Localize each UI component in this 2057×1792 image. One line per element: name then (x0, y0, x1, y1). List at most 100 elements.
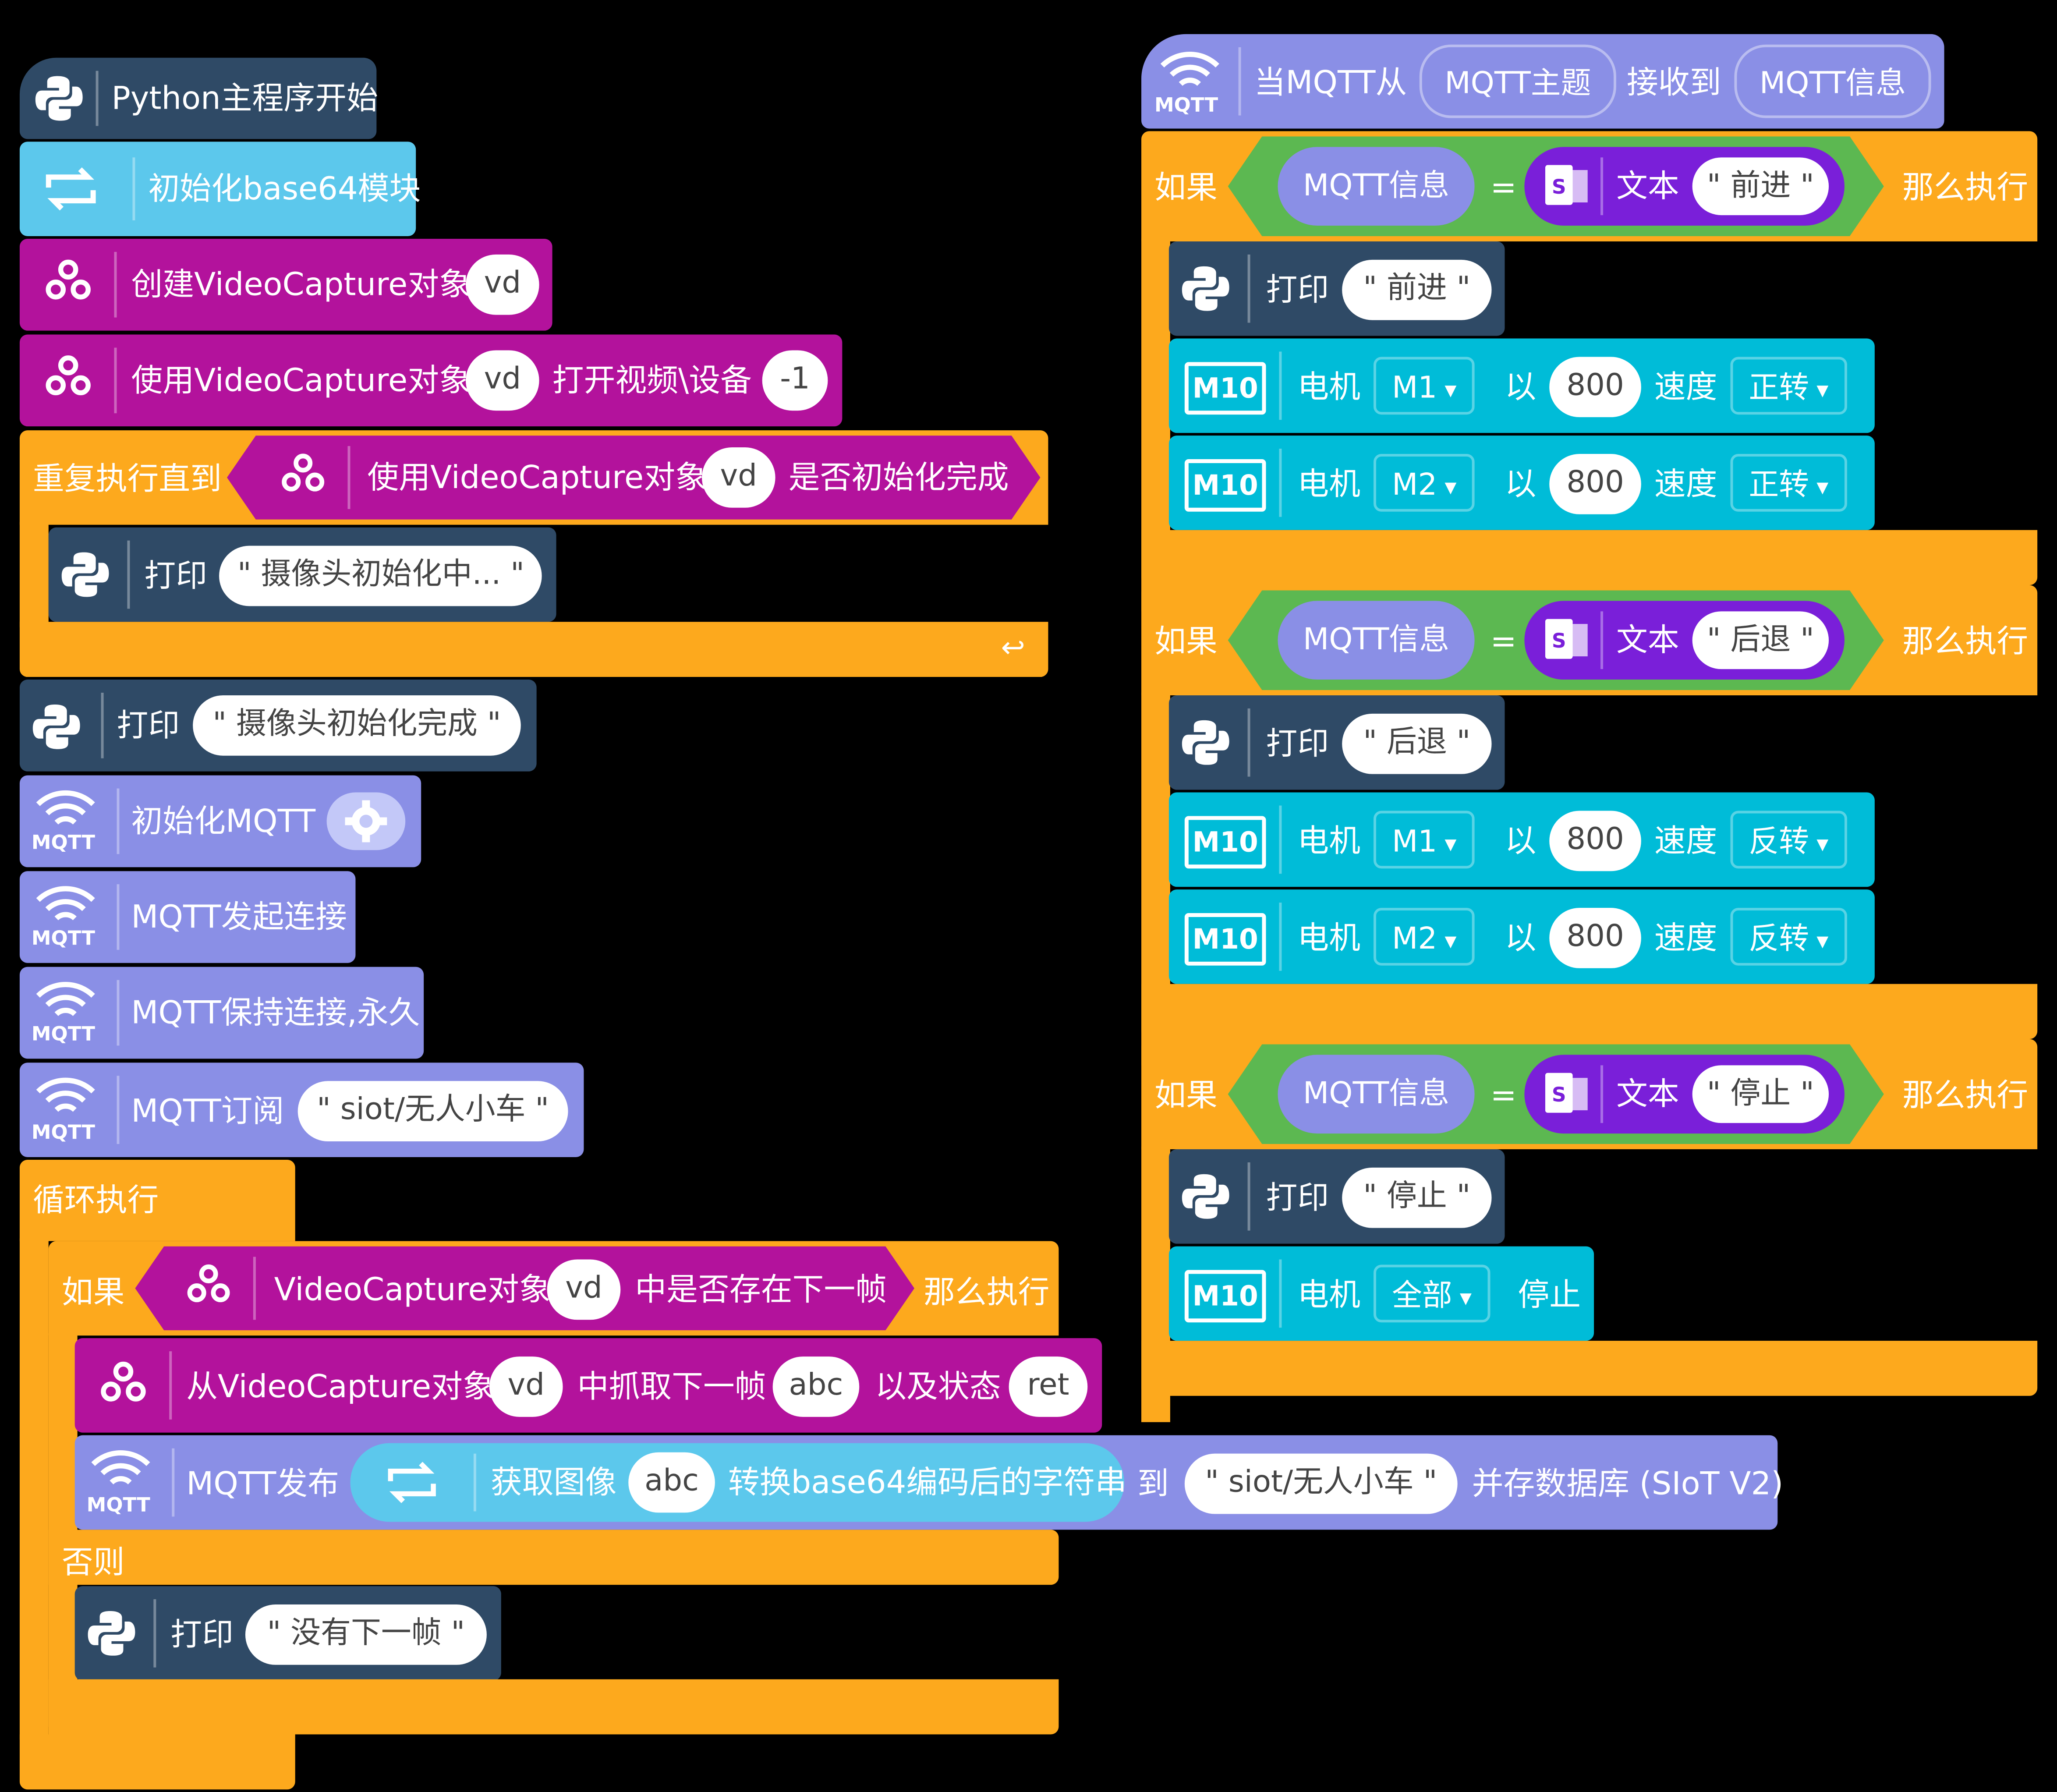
mqtt-icon-label: MQTT (1154, 93, 1218, 117)
repeat-until-block[interactable]: 重复执行直到 使用VideoCapture对象 vd 是否初始化完成 (19, 430, 1048, 525)
mqtt-publish-block[interactable]: MQTT MQTT发布 获取图像 abc 转换base64编码后的字符串 到 s… (74, 1435, 1783, 1530)
ret-var-field[interactable]: ret (1009, 1356, 1088, 1417)
open-videocapture-block[interactable]: 使用VideoCapture对象 vd 打开视频\设备 -1 (19, 334, 843, 427)
text-value-field[interactable]: 停止 (1692, 1065, 1829, 1123)
if-message-block[interactable]: 如果 MQTT信息 = S 文本 停止 那么执行 (1141, 1039, 2038, 1150)
base64-encode-reporter[interactable]: 获取图像 abc 转换base64编码后的字符串 (350, 1443, 1127, 1522)
if-message-block[interactable]: 如果 MQTT信息 = S 文本 前进 那么执行 (1141, 131, 2038, 241)
text-label: 文本 (1616, 622, 1679, 659)
grab-frame-block[interactable]: 从VideoCapture对象 vd 中抓取下一帧 abc 以及状态 ret (74, 1338, 1102, 1433)
mqtt-settings-button[interactable] (326, 792, 406, 850)
forever-loop-arm (19, 1238, 49, 1740)
publish-topic-field[interactable]: siot/无人小车 (1184, 1453, 1458, 1514)
if-next-frame-block[interactable]: 如果 VideoCapture对象 vd 中是否存在下一帧 那么执行 (48, 1241, 1059, 1336)
motor-select-dropdown[interactable]: 全部 (1374, 1264, 1490, 1323)
videocapture-var-field[interactable]: vd (465, 350, 539, 411)
separator (117, 788, 120, 854)
direction-dropdown[interactable]: 反转 (1730, 811, 1847, 869)
videocapture-label: VideoCapture对象 (274, 1271, 551, 1308)
python-main-start-block[interactable]: Python主程序开始 (19, 57, 378, 139)
motor-block[interactable]: M10 电机 M2 以 800 速度 反转 (1168, 889, 1875, 984)
motor-block[interactable]: M10 电机 M2 以 800 速度 正转 (1168, 436, 1875, 530)
print-string-field[interactable]: 停止 (1342, 1167, 1492, 1228)
motor-block[interactable]: M10 电机 M1 以 800 速度 正转 (1168, 338, 1875, 433)
text-reporter[interactable]: S 文本 停止 (1524, 1055, 1845, 1134)
text-reporter[interactable]: S 文本 前进 (1524, 147, 1845, 226)
direction-dropdown[interactable]: 反转 (1730, 908, 1847, 966)
if-message-block[interactable]: 如果 MQTT信息 = S 文本 后退 那么执行 (1141, 585, 2038, 695)
direction-dropdown[interactable]: 正转 (1730, 357, 1847, 415)
mqtt-init-block[interactable]: MQTT 初始化MQTT (19, 775, 421, 868)
motor-select-dropdown[interactable]: M2 (1374, 908, 1475, 966)
print-initializing-block[interactable]: 打印 摄像头初始化中... (48, 527, 556, 622)
print-string-field[interactable]: 前进 (1342, 259, 1492, 320)
when-mqtt-from-label: 当MQTT从 (1254, 64, 1407, 101)
separator (1238, 47, 1241, 116)
convert-base64-label: 转换base64编码后的字符串 (728, 1464, 1127, 1501)
motor-select-dropdown[interactable]: M1 (1374, 357, 1475, 415)
videocapture-var-field[interactable]: vd (701, 447, 775, 508)
motor-select-dropdown[interactable]: M1 (1374, 811, 1475, 869)
print-block[interactable]: 打印 停止 (1168, 1149, 1505, 1244)
motor-label: 电机 (1297, 822, 1361, 860)
videocapture-var-field[interactable]: vd (489, 1356, 563, 1417)
mqtt-message-var[interactable]: MQTT信息 (1278, 1055, 1475, 1134)
text-value-field[interactable]: 后退 (1692, 611, 1829, 669)
svg-text:S: S (1552, 175, 1566, 198)
opencv-icon (46, 355, 91, 396)
wifi-icon (91, 1450, 150, 1485)
print-string-field[interactable]: 没有下一帧 (245, 1604, 487, 1665)
create-videocapture-block[interactable]: 创建VideoCapture对象 vd (19, 238, 552, 331)
print-string-field[interactable]: 摄像头初始化中... (219, 545, 542, 606)
direction-dropdown[interactable]: 正转 (1730, 454, 1847, 512)
subscribe-topic-field[interactable]: siot/无人小车 (297, 1081, 568, 1142)
motor-block[interactable]: M10 电机 全部 停止 (1168, 1246, 1594, 1341)
speed-field[interactable]: 800 (1549, 454, 1641, 514)
by-label: 以 (1505, 920, 1537, 956)
get-image-label: 获取图像 (490, 1464, 617, 1501)
image-var-field[interactable]: abc (628, 1452, 715, 1513)
repeat-arm (19, 522, 49, 627)
device-index-field[interactable]: -1 (762, 350, 828, 411)
print-string-field[interactable]: 后退 (1342, 713, 1492, 774)
speed-label: 速度 (1654, 822, 1717, 860)
print-block[interactable]: 打印 前进 (1168, 241, 1505, 336)
mqtt-keep-alive-block[interactable]: MQTT MQTT保持连接,永久 (19, 967, 424, 1059)
init-base64-label: 初始化base64模块 (148, 170, 421, 208)
loop-arrows-icon (388, 1462, 436, 1503)
text-value-field[interactable]: 前进 (1692, 157, 1829, 216)
mqtt-message-var[interactable]: MQTT信息 (1278, 601, 1475, 680)
print-no-frame-block[interactable]: 打印 没有下一帧 (74, 1586, 501, 1681)
then-label: 那么执行 (1902, 623, 2029, 660)
mqtt-message-var[interactable]: MQTT信息 (1734, 44, 1931, 118)
mqtt-connect-block[interactable]: MQTT MQTT发起连接 (19, 871, 356, 963)
videocapture-var-field[interactable]: vd (547, 1259, 621, 1320)
videocapture-var-field[interactable]: vd (465, 254, 539, 315)
print-label: 打印 (1266, 1179, 1329, 1216)
mqtt-subscribe-block[interactable]: MQTT MQTT订阅 siot/无人小车 (19, 1062, 584, 1157)
text-doc-icon: S (1545, 1073, 1588, 1113)
motor-block[interactable]: M10 电机 M1 以 800 速度 反转 (1168, 792, 1875, 887)
print-initialized-block[interactable]: 打印 摄像头初始化完成 (19, 680, 537, 772)
mqtt-topic-var[interactable]: MQTT主题 (1419, 44, 1616, 118)
forever-loop-block[interactable]: 循环执行 (19, 1159, 295, 1241)
speed-field[interactable]: 800 (1549, 908, 1641, 968)
motor-select-dropdown[interactable]: M2 (1374, 454, 1475, 512)
motor-label: 电机 (1297, 368, 1361, 406)
then-label: 那么执行 (923, 1274, 1050, 1311)
mqtt-receive-hat-block[interactable]: MQTT 当MQTT从 MQTT主题 接收到 MQTT信息 (1141, 34, 1944, 129)
speed-field[interactable]: 800 (1549, 811, 1641, 871)
repeat-footer: ↩ (19, 622, 1048, 677)
mqtt-init-label: 初始化MQTT (131, 803, 316, 840)
mqtt-message-var[interactable]: MQTT信息 (1278, 147, 1475, 226)
frame-var-field[interactable]: abc (772, 1356, 860, 1417)
print-block[interactable]: 打印 后退 (1168, 695, 1505, 790)
text-reporter[interactable]: S 文本 后退 (1524, 601, 1845, 680)
print-label: 打印 (144, 557, 208, 595)
init-base64-block[interactable]: 初始化base64模块 (19, 142, 421, 236)
open-device-label: 打开视频\设备 (552, 362, 752, 399)
speed-field[interactable]: 800 (1549, 357, 1641, 418)
then-label: 那么执行 (1902, 1077, 2029, 1114)
print-string-field[interactable]: 摄像头初始化完成 (193, 695, 521, 756)
text-label: 文本 (1616, 1076, 1679, 1113)
